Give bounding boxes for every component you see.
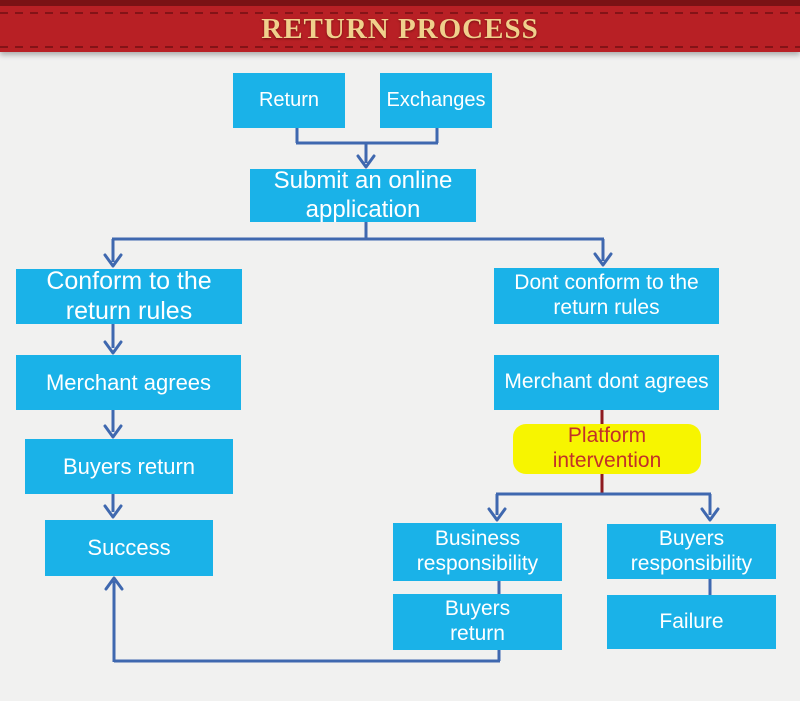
node-merchant-agrees: Merchant agrees	[16, 355, 241, 410]
connector-split-responsibility	[487, 492, 720, 522]
connector-feedback-loop	[104, 576, 501, 663]
connector-bottom-joins	[497, 578, 712, 595]
node-conform-rules: Conform to the return rules	[16, 267, 242, 325]
node-return: Return	[233, 73, 345, 128]
node-buyers-return-left: Buyers return	[25, 439, 233, 494]
node-failure: Failure	[607, 595, 776, 649]
connector-merge-to-submit	[295, 127, 439, 169]
ribbon-stitch-bottom	[0, 46, 800, 48]
node-business-responsibility: Business responsibility	[393, 523, 562, 581]
title-ribbon: RETURN PROCESS	[0, 0, 800, 52]
node-dont-conform-rules: Dont conform to the return rules	[494, 268, 719, 324]
node-buyers-return-bottom: Buyers return	[393, 594, 562, 650]
connector-split-branches	[103, 222, 613, 268]
page-title: RETURN PROCESS	[261, 12, 539, 45]
node-buyers-responsibility: Buyers responsibility	[607, 524, 776, 579]
node-submit-application: Submit an online application	[250, 167, 476, 223]
node-platform-intervention: Platform intervention	[513, 424, 701, 474]
ribbon-stitch-top	[0, 12, 800, 14]
node-success: Success	[45, 520, 213, 576]
node-merchant-dont-agrees: Merchant dont agrees	[494, 355, 719, 410]
node-exchanges: Exchanges	[380, 73, 492, 128]
connector-left-chain	[103, 324, 123, 519]
